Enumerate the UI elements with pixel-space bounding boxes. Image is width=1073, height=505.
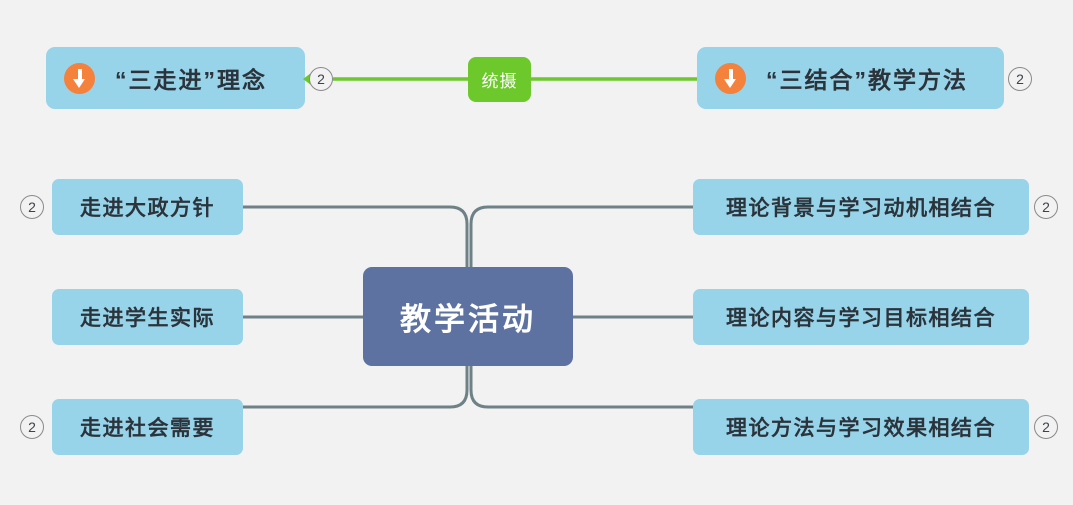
down-arrow-icon	[715, 62, 746, 94]
branch-node-right-1-label: 理论背景与学习动机相结合	[726, 197, 996, 220]
center-node[interactable]: 教学活动	[363, 267, 573, 366]
badge-left-1[interactable]: 2	[20, 195, 44, 219]
concept-node-left-label: “三走进”理念	[115, 67, 267, 93]
center-node-label: 教学活动	[400, 302, 536, 337]
badge-right-1[interactable]: 2	[1034, 195, 1058, 219]
branch-node-left-1-label: 走进大政方针	[80, 197, 215, 220]
concept-node-right[interactable]: “三结合”教学方法	[697, 47, 1004, 109]
badge-concept-left[interactable]: 2	[309, 67, 333, 91]
badge-concept-right[interactable]: 2	[1008, 67, 1032, 91]
branch-node-right-2[interactable]: 理论内容与学习目标相结合	[693, 289, 1029, 345]
concept-node-left[interactable]: “三走进”理念	[46, 47, 305, 109]
relation-arrowhead-left	[303, 73, 311, 85]
branch-node-right-1[interactable]: 理论背景与学习动机相结合	[693, 179, 1029, 235]
branch-node-left-2-label: 走进学生实际	[80, 307, 215, 330]
badge-right-3[interactable]: 2	[1034, 415, 1058, 439]
branch-node-right-3[interactable]: 理论方法与学习效果相结合	[693, 399, 1029, 455]
branch-node-left-3[interactable]: 走进社会需要	[52, 399, 243, 455]
branch-node-right-3-label: 理论方法与学习效果相结合	[726, 417, 996, 440]
branch-node-left-3-label: 走进社会需要	[80, 417, 215, 440]
concept-node-right-label: “三结合”教学方法	[766, 67, 968, 93]
down-arrow-icon	[64, 62, 95, 94]
branch-node-left-1[interactable]: 走进大政方针	[52, 179, 243, 235]
branch-node-right-2-label: 理论内容与学习目标相结合	[726, 307, 996, 330]
relation-label[interactable]: 统摄	[468, 57, 531, 102]
branch-node-left-2[interactable]: 走进学生实际	[52, 289, 243, 345]
badge-left-3[interactable]: 2	[20, 415, 44, 439]
